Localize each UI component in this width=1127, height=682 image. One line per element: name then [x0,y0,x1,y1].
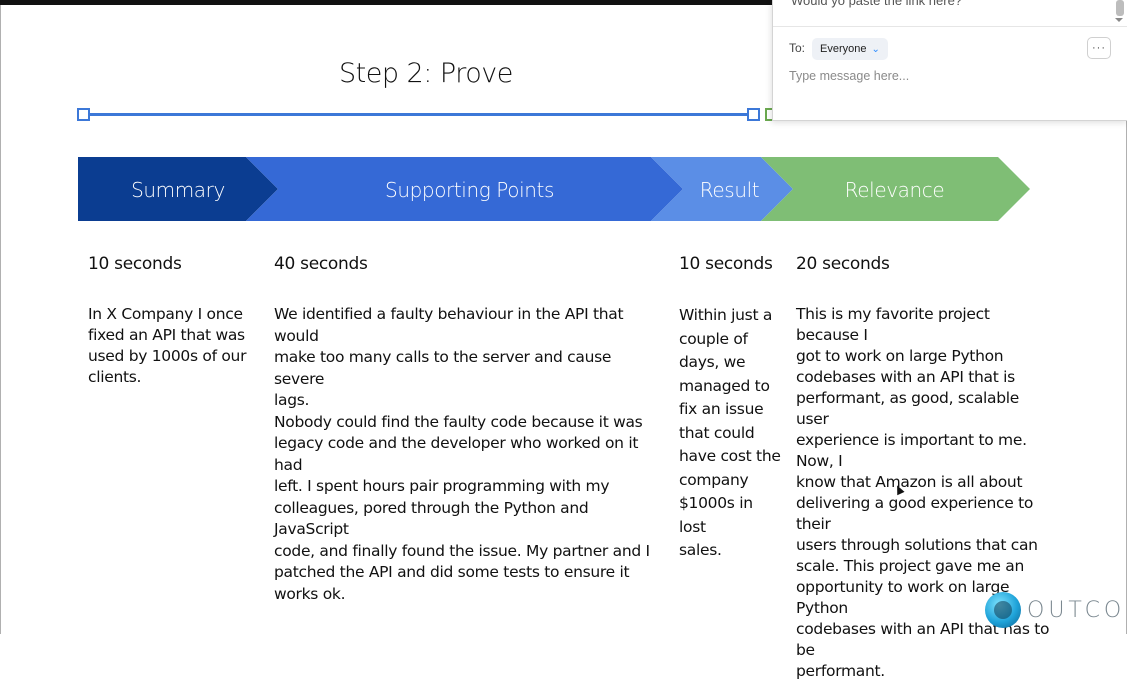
chat-scrollbar-thumb[interactable] [1116,0,1124,16]
description-line: fixed an API that was [88,326,245,344]
description-line: company [679,470,749,489]
description-line: lags. [274,391,310,409]
logo-text: OUTCO [1027,598,1126,623]
arrow-label-relevance: Relevance [844,178,945,202]
description-supporting-points: We identified a faulty behaviour in the … [274,304,654,605]
description-line: performant. [796,662,885,680]
description-relevance: This is my favorite project because I got… [796,304,1056,682]
description-line: that could [679,423,755,442]
description-line: have cost the [679,447,781,465]
description-line: couple of [679,329,748,348]
arrow-summary [78,157,278,221]
description-line: users through solutions that can [796,536,1038,554]
description-line: days, we [679,353,746,371]
chat-to-label: To: [789,41,806,55]
description-line: used by 1000s of our [88,347,247,365]
slide-title: Step 2: Prove [339,58,513,89]
description-line: code, and finally found the issue. My pa… [274,541,650,560]
arrow-label-summary: Summary [131,178,225,202]
description-line: colleagues, pored through the Python and… [274,498,589,539]
description-line: Within just a [679,306,773,324]
description-line: sales. [679,541,722,559]
description-line: experience is important to me. Now, I [796,431,1027,470]
window-left-edge [0,5,1,634]
description-line: opportunity to work on large Python [796,578,1010,617]
description-line: got to work on large Python [796,347,1004,365]
description-line: legacy code and the developer who worked… [274,434,639,474]
selected-line[interactable] [84,113,754,116]
description-line: scale. This project gave me an [796,557,1024,575]
chat-scroll-down-icon[interactable] [1115,18,1123,22]
chat-message-input[interactable]: Type message here... [789,69,910,83]
duration-result: 10 seconds [679,254,773,274]
description-line: managed to [679,376,770,395]
arrow-supporting-points [246,157,683,221]
description-line: Nobody could find the faulty code becaus… [274,412,643,431]
description-line: works ok. [274,584,346,603]
description-line: delivering a good experience to their [796,494,1034,533]
outco-logo-icon [985,592,1021,628]
description-result: Within just a couple of days, we managed to… [679,304,784,563]
arrow-label-result: Result [699,178,760,202]
arrow-relevance [761,157,1030,221]
description-line: know that Amazon is all about [796,473,1023,491]
chat-panel: Would yo paste the link here? To: Everyo… [772,0,1127,121]
arrow-result [651,157,793,221]
window-top-bar [0,0,1127,5]
description-line: make too many calls to the server and ca… [274,348,612,388]
duration-relevance: 20 seconds [796,254,890,274]
description-line: patched the API and did some tests to en… [274,563,630,581]
chevron-down-icon: ⌄ [871,43,880,55]
chat-divider [773,26,1127,27]
chat-previous-message: Would yo paste the link here? [791,0,963,8]
description-line: codebases with an API that is [796,368,1015,386]
description-line: $1000s in lost [679,494,753,536]
selection-handle-right[interactable] [747,108,760,121]
arrow-label-supporting-points: Supporting Points [385,178,554,202]
description-line: We identified a faulty behaviour in the … [274,305,624,345]
recipient-value: Everyone [820,43,867,55]
more-options-button[interactable]: ··· [1087,37,1111,59]
duration-summary: 10 seconds [88,254,182,274]
description-line: This is my favorite project because I [796,305,990,344]
description-line: clients. [88,368,142,386]
description-line: In X Company I once [88,305,243,323]
recipient-select[interactable]: Everyone ⌄ [812,38,888,60]
description-line: codebases with an API that has to be [796,620,1050,659]
description-line: fix an issue [679,400,764,418]
description-summary: In X Company I once fixed an API that was… [88,304,258,388]
description-line: left. I spent hours pair programming wit… [274,477,610,495]
process-arrows [78,157,1030,221]
selection-handle-left[interactable] [77,108,90,121]
duration-supporting-points: 40 seconds [274,254,368,274]
description-line: performant, as good, scalable user [796,389,1020,428]
